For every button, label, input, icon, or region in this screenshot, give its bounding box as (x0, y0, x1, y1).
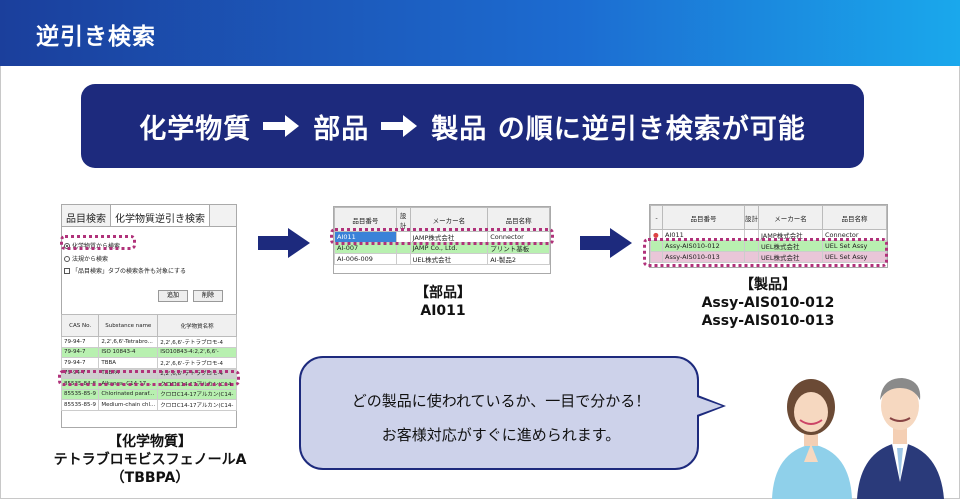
right-arrow-icon (263, 115, 301, 137)
caption-line: 【製品】 (740, 277, 796, 293)
cas-cell: 85535-85-9 (60, 388, 100, 400)
chemical-name-cell: ISO10843-4:2,2',6,6'- (157, 346, 237, 358)
delete-button[interactable]: 削除 (193, 290, 223, 302)
column-header[interactable]: メーカー名 (758, 205, 823, 230)
caption-line: テトラブロモビスフェノールA (53, 452, 247, 468)
highlight-rows (643, 238, 888, 267)
substance-cell: TBBA (98, 357, 159, 369)
flow-banner: 化学物質 部品 製品 の順に逆引き検索が可能 (81, 84, 864, 168)
maker-cell: UEL株式会社 (758, 251, 823, 263)
tab-chemical-reverse-search[interactable]: 化学物質逆引き検索 (110, 205, 210, 226)
column-header[interactable]: CAS No. (60, 314, 100, 337)
item-number-cell: AI-006-009 (334, 253, 397, 265)
substance-cell: Chlorinated paraf... (98, 388, 159, 400)
right-arrow-icon (381, 115, 419, 137)
bubble-text-line2: お客様対応がすぐに進められます。 (381, 426, 621, 444)
column-header[interactable]: メーカー名 (409, 207, 489, 232)
cas-cell: 85535-85-9 (60, 399, 100, 411)
column-header[interactable]: 品目番号 (662, 205, 745, 230)
products-caption: 【製品】 Assy-AIS010-012 Assy-AIS010-013 (668, 276, 868, 330)
column-header[interactable]: - (650, 205, 663, 230)
chemical-name-cell: クロロC14-17アルカン(C14- (157, 399, 237, 411)
column-header[interactable]: Substance name (98, 314, 159, 337)
header-bar: 逆引き検索 (0, 0, 960, 66)
parts-caption: 【部品】 AI011 (343, 284, 543, 320)
banner-chemical: 化学物質 (139, 113, 252, 145)
option-label: 化学物質から検索 (72, 243, 121, 250)
caption-line: 【化学物質】 (108, 434, 192, 450)
item-name-cell: AI-製品2 (487, 253, 550, 265)
banner-part: 部品 (313, 113, 370, 145)
substance-cell: Medium-chain chl... (98, 399, 159, 411)
highlight-row (58, 370, 240, 386)
business-people-illustration (772, 378, 944, 499)
column-header[interactable]: 品目名称 (822, 205, 887, 230)
maker-cell: UEL株式会社 (409, 253, 489, 265)
cas-cell: 79-94-7 (60, 357, 100, 369)
option-include-item[interactable]: 「品目検索」タブの検索条件も対象にする (64, 266, 186, 275)
right-arrow-icon (580, 228, 632, 258)
design-cell (395, 253, 411, 265)
column-header[interactable]: 化学物質名称 (157, 314, 237, 337)
chemical-caption: 【化学物質】 テトラブロモビスフェノールA （TBBPA） (30, 433, 270, 487)
column-header[interactable]: 設計 (744, 205, 759, 230)
caption-line: Assy-AIS010-013 (701, 313, 835, 329)
radio-icon[interactable] (64, 255, 70, 262)
page-title: 逆引き検索 (36, 24, 156, 50)
right-arrow-icon (258, 228, 310, 258)
chemical-name-cell: クロロC14-17アルカン(C14- (157, 388, 237, 400)
caption-line: AI011 (420, 303, 466, 319)
caption-line: （TBBPA） (110, 470, 190, 486)
checkbox-icon[interactable] (64, 267, 70, 274)
bubble-tail-inner (694, 396, 722, 416)
woman-figure (772, 379, 852, 499)
speech-bubble: どの製品に使われているか、一目で分かる！ お客様対応がすぐに進められます。 (299, 356, 699, 470)
substance-cell: 2,2',6,6'-Tetrabro... (98, 336, 159, 348)
option-law[interactable]: 法規から検索 (64, 254, 108, 263)
man-figure (857, 378, 944, 499)
cas-cell: 79-94-7 (60, 346, 100, 358)
caption-line: Assy-AIS010-012 (701, 295, 835, 311)
substance-cell: ISO 10843-4 (98, 346, 159, 358)
design-cell (744, 251, 759, 263)
tab-item-search[interactable]: 品目検索 (66, 214, 106, 225)
column-header[interactable]: 品目名称 (487, 207, 550, 232)
add-button[interactable]: 追加 (158, 290, 188, 302)
chemical-name-cell: 2,2',6,6'-テトラブロモ-4 (157, 357, 237, 369)
option-label: 法規から検索 (72, 256, 109, 263)
bubble-text-line1: どの製品に使われているか、一目で分かる！ (351, 392, 651, 410)
highlight-option (60, 235, 136, 250)
cas-cell: 79-94-7 (60, 336, 100, 348)
search-tabs: 品目検索 化学物質逆引き検索 (62, 205, 236, 227)
option-label: 「品目検索」タブの検索条件も対象にする (72, 268, 187, 275)
banner-product: 製品 の順に逆引き検索が可能 (431, 113, 806, 145)
column-header[interactable]: 品目番号 (334, 207, 397, 232)
highlight-row (330, 228, 554, 245)
caption-line: 【部品】 (415, 285, 471, 301)
chemical-name-cell: 2,2',6,6'-テトラブロモ-4 (157, 336, 237, 348)
